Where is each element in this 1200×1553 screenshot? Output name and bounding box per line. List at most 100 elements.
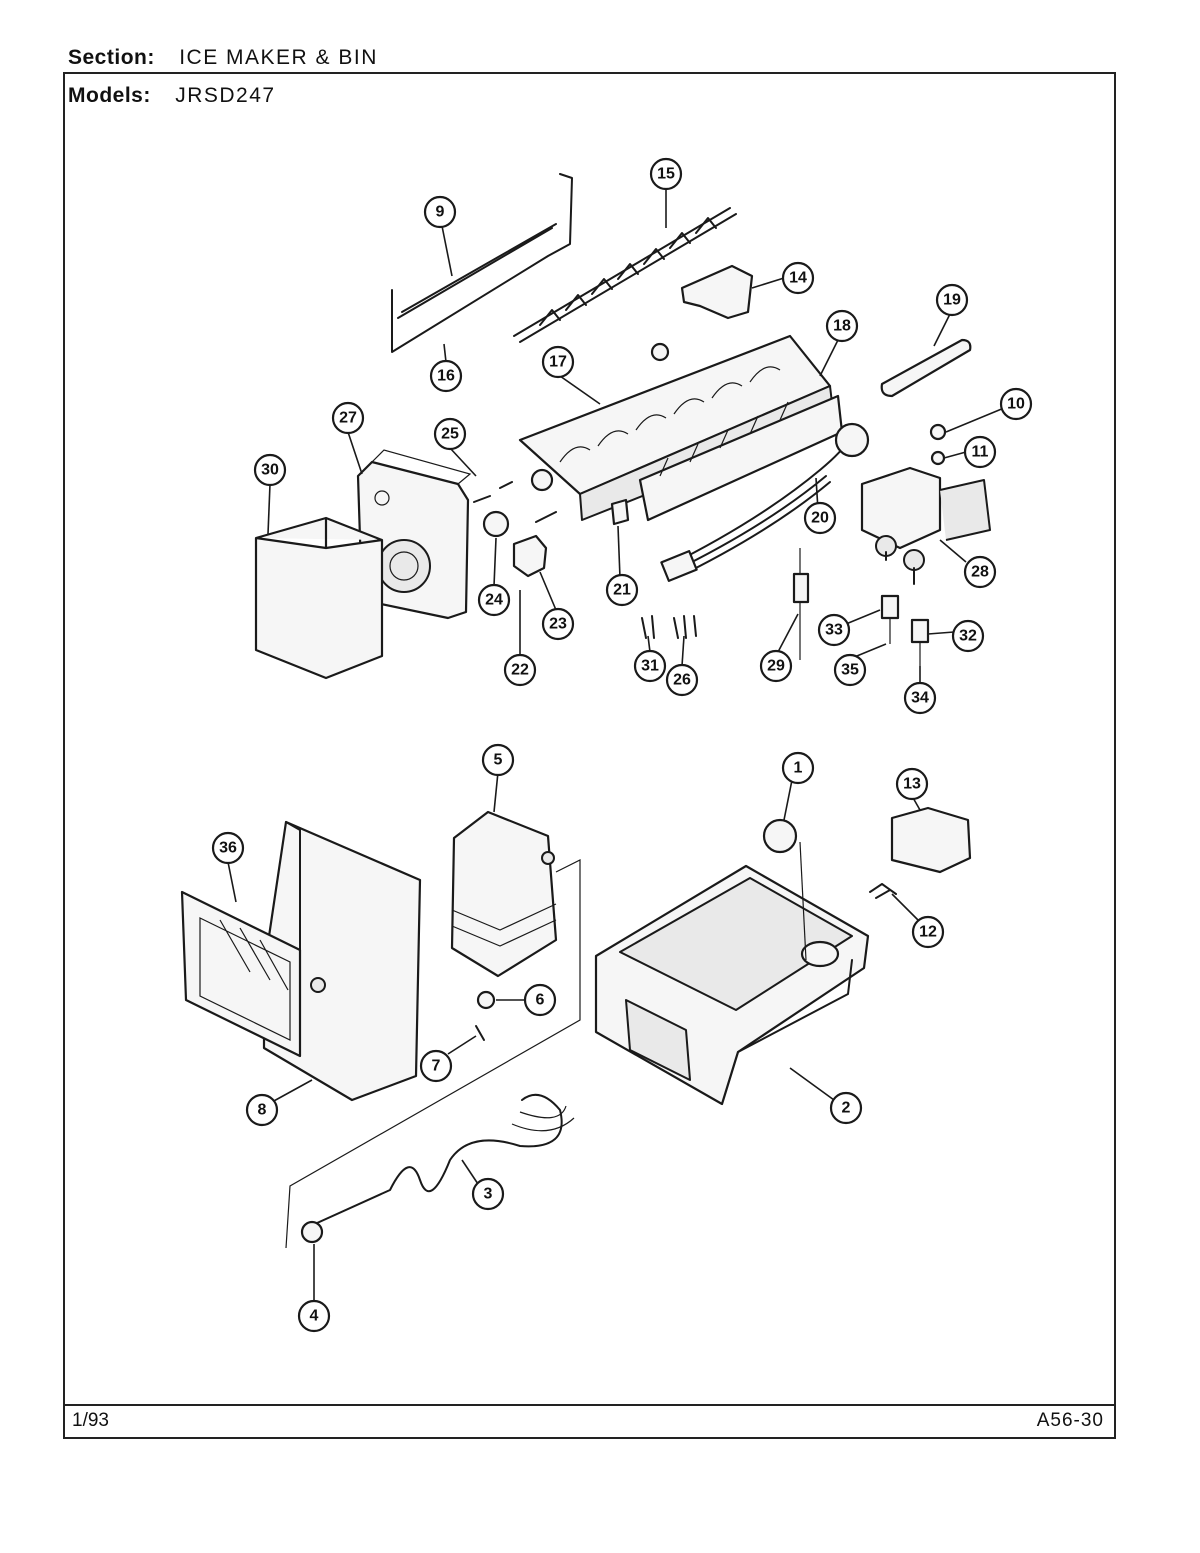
auger-motor [890,806,972,874]
callout-29: 29 [759,649,793,683]
callout-8: 8 [245,1093,279,1127]
svg-text:29: 29 [767,658,785,675]
switch-bracket [512,534,548,578]
svg-text:15: 15 [657,166,675,183]
callout-20: 20 [803,501,837,535]
svg-text:20: 20 [811,510,829,527]
svg-text:2: 2 [842,1100,851,1117]
ice-mold [518,334,844,522]
nut-11 [930,450,946,466]
svg-text:34: 34 [911,690,929,707]
svg-text:1: 1 [794,760,803,777]
fill-cup-knob [482,510,510,538]
callout-9: 9 [423,195,457,229]
page-code: A56-30 [1036,1410,1104,1431]
model-number: JRSD247 [175,84,276,107]
spring [473,481,557,523]
callout-1: 1 [781,751,815,785]
motor-bracket [869,883,897,899]
ice-chute [450,810,558,978]
callout-28: 28 [963,555,997,589]
callout-10: 10 [999,387,1033,421]
diagram-frame [63,72,1116,1439]
callout-15: 15 [649,157,683,191]
auger [300,1093,575,1244]
svg-text:19: 19 [943,292,961,309]
footer-rule [63,1404,1116,1406]
fill-tube [880,338,972,398]
svg-text:8: 8 [258,1102,267,1119]
section-line: Section: ICE MAKER & BIN [68,46,378,70]
callout-6: 6 [523,983,557,1017]
callout-5: 5 [481,743,515,777]
callout-32: 32 [951,619,985,653]
motor-housing [356,449,472,620]
svg-text:5: 5 [494,752,503,769]
section-title: ICE MAKER & BIN [179,46,378,69]
svg-text:25: 25 [441,426,459,443]
callout-14: 14 [781,261,815,295]
shutoff-clip [610,498,630,526]
callout-16: 16 [429,359,463,393]
callout-7: 7 [419,1049,453,1083]
callout-18: 18 [825,309,859,343]
svg-text:35: 35 [841,662,859,679]
svg-text:36: 36 [219,840,237,857]
section-label: Section: [68,46,155,69]
svg-text:30: 30 [261,462,279,479]
revision-date: 1/93 [72,1410,109,1431]
svg-text:13: 13 [903,776,921,793]
callout-4: 4 [297,1299,331,1333]
screws [641,615,697,639]
callout-12: 12 [911,915,945,949]
svg-text:33: 33 [825,622,843,639]
svg-text:4: 4 [310,1308,319,1325]
svg-text:14: 14 [789,270,807,287]
water-valve [860,466,991,585]
svg-text:22: 22 [511,662,529,679]
svg-text:10: 10 [1007,396,1025,413]
svg-text:24: 24 [485,592,503,609]
ejector [513,207,737,343]
wire-harness [660,422,870,582]
fitting-32 [910,618,930,644]
callout-23: 23 [541,607,575,641]
models-line: Models: JRSD247 [68,84,276,108]
callout-34: 34 [903,681,937,715]
callout-33: 33 [817,613,851,647]
tube-connector [792,548,810,660]
svg-text:16: 16 [437,368,455,385]
thermostat [680,264,754,320]
svg-text:7: 7 [432,1058,441,1075]
bin-front [180,820,422,1102]
svg-text:32: 32 [959,628,977,645]
nut-10 [929,423,947,441]
svg-text:6: 6 [536,992,545,1009]
svg-text:17: 17 [549,354,567,371]
svg-text:12: 12 [919,924,937,941]
callout-17: 17 [541,345,575,379]
callout-22: 22 [503,653,537,687]
module-cover [254,516,384,680]
callout-25: 25 [433,417,467,451]
callout-35: 35 [833,653,867,687]
callout-11: 11 [963,435,997,469]
callout-3: 3 [471,1177,505,1211]
svg-text:23: 23 [549,616,567,633]
callout-19: 19 [935,283,969,317]
fitting-33 [880,594,900,620]
svg-text:21: 21 [613,582,631,599]
svg-text:27: 27 [339,410,357,427]
svg-text:3: 3 [484,1186,493,1203]
callout-13: 13 [895,767,929,801]
nut-6 [476,990,496,1010]
leader-lines [227,188,1005,1302]
svg-text:18: 18 [833,318,851,335]
svg-text:31: 31 [641,658,659,675]
storage-bin [594,864,870,1106]
svg-text:11: 11 [972,444,989,461]
models-label: Models: [68,84,151,107]
callout-30: 30 [253,453,287,487]
svg-text:9: 9 [436,204,445,221]
